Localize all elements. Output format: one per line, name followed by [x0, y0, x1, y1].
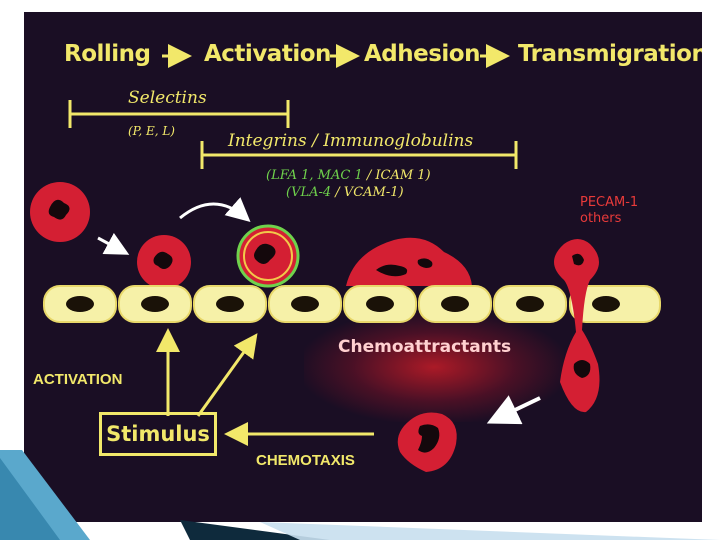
stimulus-label: Stimulus	[106, 422, 210, 446]
endothelial-nucleus	[366, 296, 394, 312]
step-adhesion: Adhesion	[364, 41, 481, 67]
chemotaxis-label: CHEMOTAXIS	[256, 452, 355, 469]
rolling-arrow	[97, 232, 130, 255]
integrin-lfa-mac: (LFA 1, MAC 1	[266, 168, 363, 183]
integrin-vla4: (VLA-4	[286, 185, 332, 200]
integrin-pair-2: (VLA-4 / VCAM-1)	[286, 185, 404, 200]
leukocyte-free	[30, 182, 90, 242]
endothelial-nucleus	[516, 296, 544, 312]
leukocyte-activated	[236, 224, 300, 288]
pecam-line-2: others	[580, 211, 622, 226]
ligand-icam: / ICAM 1)	[366, 168, 431, 183]
stimulus-box: Stimulus	[99, 412, 217, 456]
chemoattractants-label: Chemoattractants	[338, 337, 512, 357]
endothelial-nucleus	[141, 296, 169, 312]
selectins-bracket	[68, 100, 290, 128]
ligand-vcam: / VCAM-1)	[335, 185, 404, 200]
endothelial-nucleus	[291, 296, 319, 312]
endothelial-nucleus	[216, 296, 244, 312]
pecam-label: PECAM-1 others	[580, 195, 638, 227]
leukocyte-transmigrating	[554, 239, 600, 413]
leukocyte-rolling	[137, 235, 191, 289]
pecam-line-1: PECAM-1	[580, 195, 639, 210]
activation-curve-arrow	[179, 197, 251, 222]
endothelial-nucleus	[66, 296, 94, 312]
step-rolling: Rolling	[64, 41, 151, 67]
step-transmigration: Transmigration	[518, 41, 702, 67]
diagram-slide: Rolling Activation Adhesion Transmigrati…	[24, 12, 702, 522]
endothelium	[43, 285, 661, 323]
endothelial-nucleus	[592, 296, 620, 312]
selectins-label: Selectins	[128, 88, 207, 108]
leukocyte-adherent	[346, 237, 472, 286]
diagram-graphics	[30, 44, 661, 472]
selectins-subtypes: (P, E, L)	[128, 124, 175, 138]
leukocyte-migrated	[397, 412, 457, 472]
slide-decoration	[0, 450, 720, 540]
step-activation: Activation	[204, 41, 331, 67]
integrins-bracket	[200, 141, 518, 169]
endothelial-nucleus	[441, 296, 469, 312]
activation-label: ACTIVATION	[33, 371, 123, 388]
integrin-pair-1: (LFA 1, MAC 1 / ICAM 1)	[266, 168, 431, 183]
activation-arrow-diagonal	[196, 333, 258, 417]
integrins-label: Integrins / Immunoglobulins	[228, 131, 474, 151]
migration-arrow	[486, 395, 541, 425]
